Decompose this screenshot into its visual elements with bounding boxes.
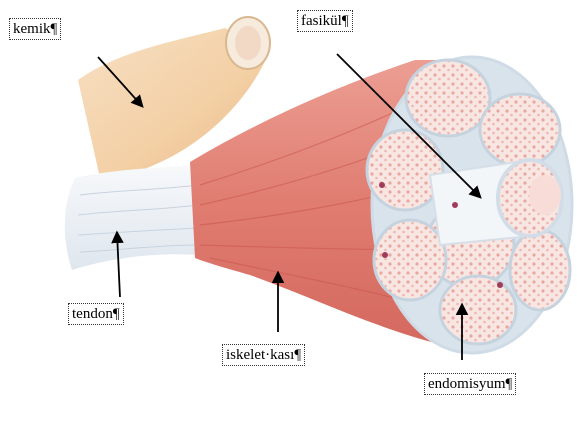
- fascicle: [440, 276, 516, 344]
- fascicle: [510, 230, 570, 310]
- label-endomisyum: endomisyum¶: [424, 373, 516, 395]
- fascicle: [367, 130, 443, 210]
- extended-fascicle: [430, 160, 562, 245]
- tendon-shape: [65, 165, 200, 270]
- fascicle: [480, 94, 560, 166]
- label-kemik: kemik¶: [9, 18, 61, 40]
- label-iskelet-kasi: iskelet·kası¶: [222, 344, 305, 366]
- fascicle: [406, 60, 490, 136]
- label-tendon: tendon¶: [68, 303, 124, 325]
- label-fasikul: fasikül¶: [297, 10, 353, 32]
- fascicle: [374, 220, 446, 300]
